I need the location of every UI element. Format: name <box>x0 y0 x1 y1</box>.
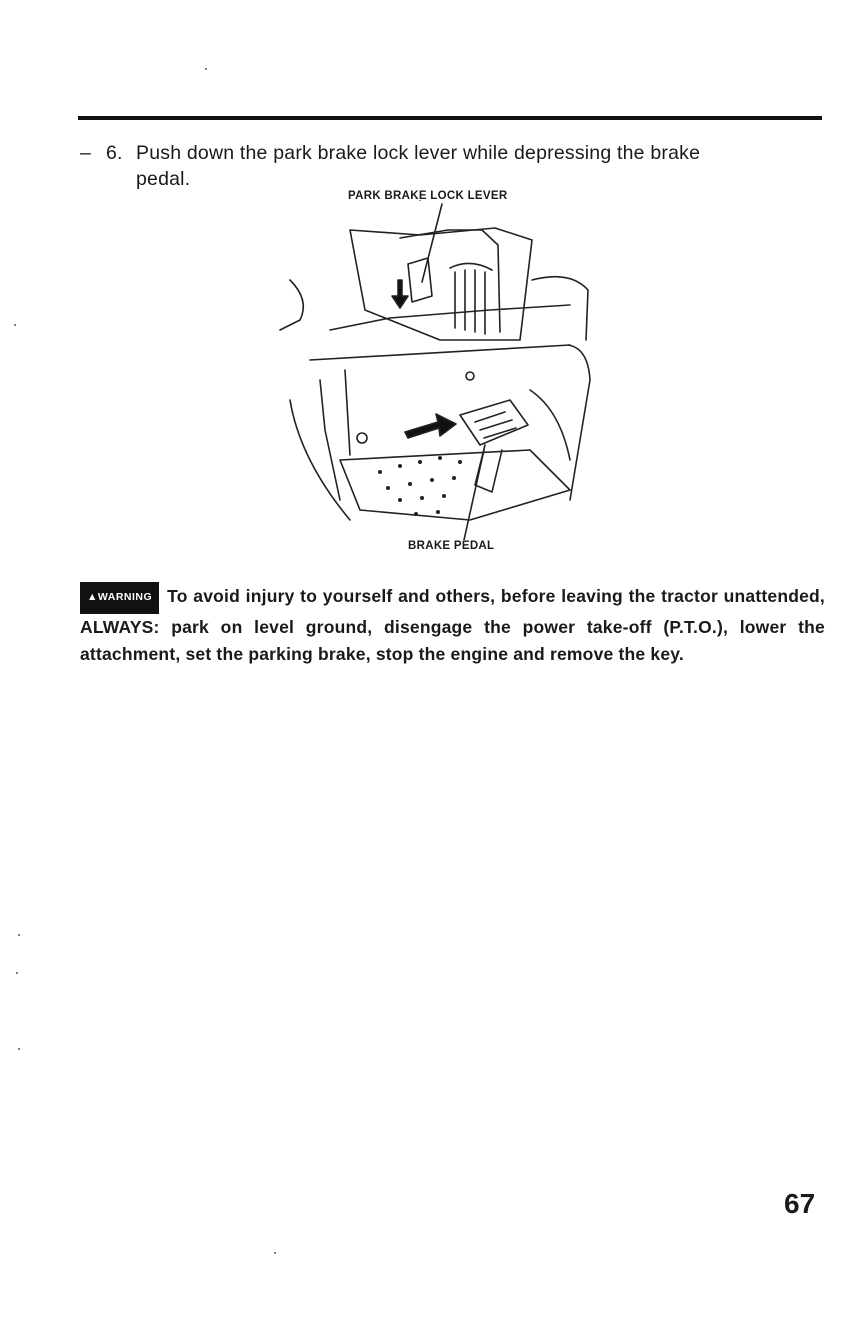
scan-speck <box>18 1048 20 1050</box>
warning-badge-text: WARNING <box>97 591 153 603</box>
warning-badge: ▲WARNING <box>80 582 160 614</box>
step-text-line2: pedal. <box>136 168 191 190</box>
scan-speck <box>274 1252 276 1254</box>
brake-pedal-label: BRAKE PEDAL <box>408 540 495 552</box>
step-number: 6. <box>106 142 123 164</box>
warning-triangle-icon: ▲ <box>87 591 98 603</box>
scan-speck <box>16 972 18 974</box>
tractor-brake-illustration <box>279 200 591 540</box>
step-text-line1: Push down the park brake lock lever whil… <box>136 142 701 164</box>
park-brake-lock-lever-label: PARK BRAKE LOCK LEVER <box>348 190 508 202</box>
scan-speck <box>14 324 16 326</box>
warning-text: To avoid injury to yourself and others, … <box>80 586 825 664</box>
scan-speck <box>18 934 20 936</box>
page-number: 67 <box>784 1188 816 1219</box>
instruction-step: –6. Push down the park brake lock lever w… <box>80 140 825 192</box>
step-dash: – <box>80 142 92 164</box>
scan-speck <box>205 68 207 70</box>
header-rule <box>78 116 822 120</box>
